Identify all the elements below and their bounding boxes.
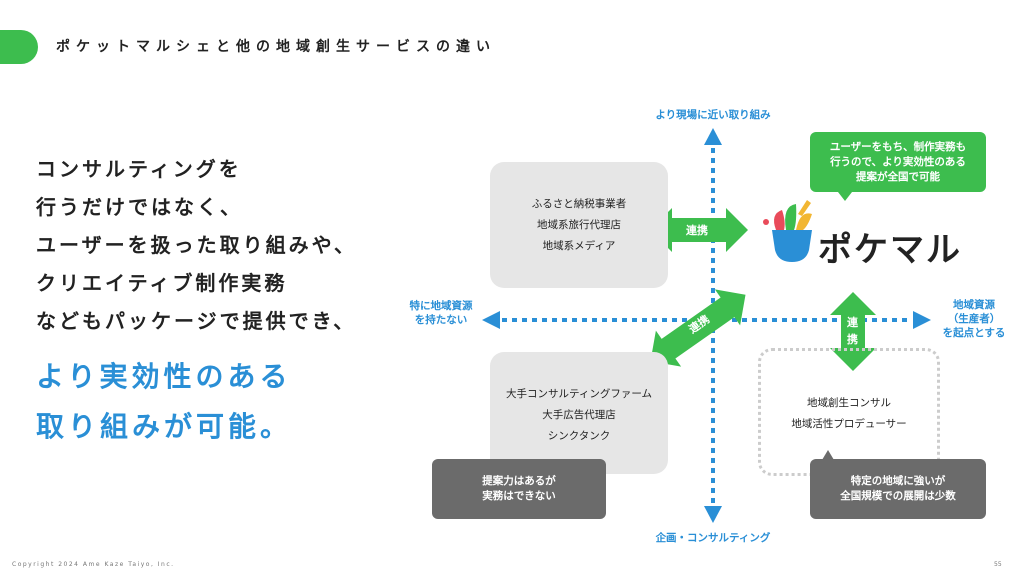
horizontal-axis-left-arrowhead	[482, 311, 500, 329]
page-title: ポケットマルシェと他の地域創生サービスの違い	[56, 39, 496, 55]
pokemaru-logo-text: ポケマル	[818, 230, 962, 270]
quadrant-box-top-left: ふるさと納税事業者 地域系旅行代理店 地域系メディア	[490, 162, 668, 288]
quadrant-item: 大手コンサルティングファーム	[505, 388, 653, 400]
green-callout-tail	[838, 192, 852, 201]
quadrant-item: シンクタンク	[547, 430, 611, 442]
vertical-link-arrow	[830, 292, 876, 371]
quadrant-item: 大手広告代理店	[542, 409, 616, 421]
body-line: などもパッケージで提供でき、	[36, 309, 357, 333]
pokemaru-logo-mark	[763, 200, 812, 262]
header-accent-tab	[0, 30, 38, 64]
dark-callout-left: 提案力はあるが 実務はできない	[432, 459, 606, 519]
body-line: コンサルティングを	[36, 157, 242, 181]
vertical-axis-top-arrowhead	[704, 128, 722, 145]
quadrant-item: 地域活性プロデューサー	[791, 418, 907, 430]
footer-copyright: Copyright 2024 Ame Kaze Taiyo, Inc.	[12, 561, 175, 568]
axis-label-left: 特に地域資源を持たない	[409, 300, 473, 326]
dark-callout-right-tail	[822, 450, 834, 460]
horizontal-arrow-label: 連携	[686, 224, 708, 237]
vertical-axis-bottom-arrowhead	[704, 506, 722, 523]
quadrant-item: 地域系メディア	[542, 240, 616, 252]
axis-label-bottom: 企画・コンサルティング	[655, 532, 771, 544]
quadrant-item: 地域系旅行代理店	[537, 219, 621, 231]
body-line: クリエイティブ制作実務	[36, 271, 288, 295]
horizontal-link-arrow	[650, 208, 748, 252]
highlight-text: より実効性のある 取り組みが可能。	[36, 352, 292, 452]
vertical-arrow-label: 連携	[847, 316, 858, 346]
highlight-line: より実効性のある	[36, 360, 292, 393]
highlight-line: 取り組みが可能。	[36, 410, 293, 443]
dark-callout-right: 特定の地域に強いが 全国規模での展開は少数	[810, 459, 986, 519]
horizontal-axis-right-arrowhead	[913, 311, 931, 329]
quadrant-item: 地域創生コンサル	[807, 397, 891, 409]
quadrant-item: ふるさと納税事業者	[531, 198, 627, 210]
body-text: コンサルティングを 行うだけではなく、 ユーザーを扱った取り組みや、 クリエイテ…	[36, 150, 357, 340]
body-line: ユーザーを扱った取り組みや、	[36, 233, 357, 257]
body-line: 行うだけではなく、	[36, 195, 243, 219]
axis-label-right: 地域資源（生産者）を起点とする	[942, 299, 1006, 339]
quadrant-box-bottom-right: 地域創生コンサル 地域活性プロデューサー	[758, 348, 940, 476]
diagonal-link-arrow	[650, 289, 746, 367]
page-number: 55	[994, 561, 1002, 568]
axis-label-top: より現場に近い取り組み	[655, 109, 771, 121]
green-callout: ユーザーをもち、制作実務も 行うので、より実効性のある 提案が全国で可能	[810, 132, 986, 192]
quadrant-box-bottom-left: 大手コンサルティングファーム 大手広告代理店 シンクタンク	[490, 352, 668, 474]
